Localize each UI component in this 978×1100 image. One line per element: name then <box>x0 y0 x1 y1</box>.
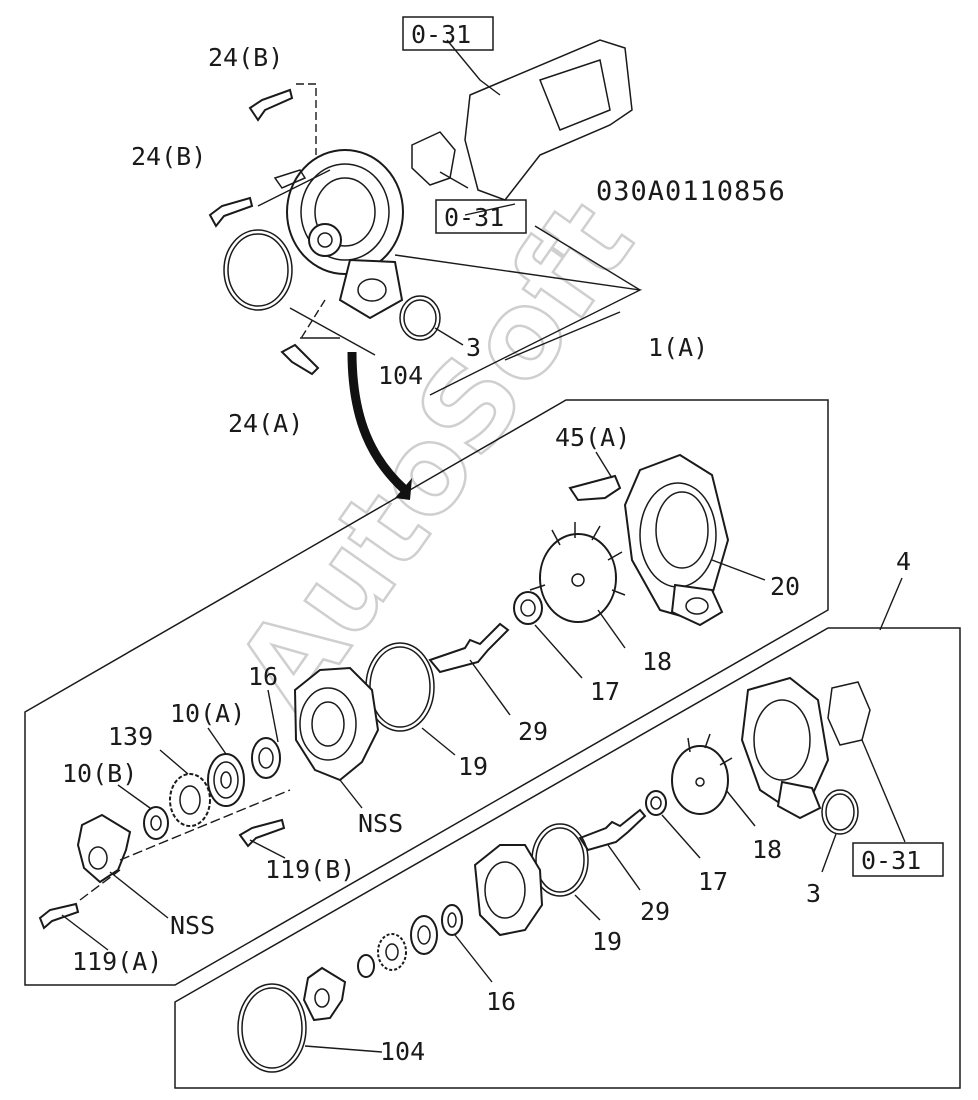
kit-bearing-housing <box>473 844 544 937</box>
label-19-kit: 19 <box>592 927 622 956</box>
label-104-top: 104 <box>378 361 423 390</box>
label-3-kit: 3 <box>806 879 821 908</box>
label-20: 20 <box>770 572 800 601</box>
kit-oring-104 <box>237 983 307 1073</box>
label-29-kit: 29 <box>640 897 670 926</box>
label-29-main: 29 <box>518 717 548 746</box>
cover-plate-top <box>464 39 633 201</box>
kit-seal-17 <box>645 790 667 816</box>
ref-label-right: 0-31 <box>861 846 921 875</box>
shaft-29 <box>428 622 510 674</box>
bearing-10a <box>207 753 245 807</box>
label-18-main: 18 <box>642 647 672 676</box>
label-17-main: 17 <box>590 677 620 706</box>
label-10a: 10(A) <box>170 699 245 728</box>
detail-arrow-head <box>395 478 412 500</box>
label-18-kit: 18 <box>752 835 782 864</box>
bolt-24b-left <box>208 196 254 228</box>
ref-box-right <box>852 842 944 877</box>
gear-139 <box>169 773 211 827</box>
kit-bracket <box>302 966 347 1022</box>
detail-frame-kit <box>174 627 961 1089</box>
kit-gear <box>377 933 407 971</box>
label-45a: 45(A) <box>555 423 630 452</box>
oring-3-top <box>399 295 441 341</box>
kit-bearing-10b <box>357 954 375 978</box>
label-4: 4 <box>896 547 911 576</box>
bolt-24a <box>280 343 320 376</box>
pipe-45a <box>568 474 622 502</box>
bracket-nss <box>76 813 132 884</box>
kit-parts <box>237 676 906 1073</box>
kit-bearing-16 <box>441 904 463 936</box>
label-16-kit: 16 <box>486 987 516 1016</box>
label-104-kit: 104 <box>380 1037 425 1066</box>
bolt-24b-top <box>248 88 294 122</box>
kit-bearing-10a <box>410 915 438 955</box>
label-17-kit: 17 <box>698 867 728 896</box>
kit-shaft-29 <box>578 808 647 852</box>
ref-box-mid <box>435 199 527 234</box>
seal-17 <box>513 591 543 625</box>
ref-box-top <box>402 16 494 51</box>
bearing-housing-nss <box>293 666 380 782</box>
label-nss-low: NSS <box>170 911 215 940</box>
label-24b-top: 24(B) <box>208 43 283 72</box>
label-139: 139 <box>108 722 153 751</box>
bolt-119b <box>238 818 286 848</box>
kit-impeller-18 <box>671 745 729 815</box>
label-19-main: 19 <box>458 752 488 781</box>
kit-gasket <box>827 681 871 746</box>
label-119b: 119(B) <box>265 855 355 884</box>
pump-assembly-top <box>208 39 643 396</box>
label-24a: 24(A) <box>228 409 303 438</box>
detail-frame-main <box>24 399 829 986</box>
figure-code: 030A0110856 <box>596 176 786 207</box>
label-1a: 1(A) <box>648 333 708 362</box>
bolt-119a <box>38 902 80 930</box>
pump-body-top <box>286 149 404 275</box>
label-nss-mid: NSS <box>358 809 403 838</box>
label-3-top: 3 <box>466 333 481 362</box>
impeller-18 <box>529 522 626 623</box>
label-16-main: 16 <box>248 662 278 691</box>
oring-104-top <box>223 229 293 311</box>
bearing-16 <box>251 737 281 779</box>
label-24b-left: 24(B) <box>131 142 206 171</box>
ref-label-mid: 0-31 <box>444 203 504 232</box>
label-119a: 119(A) <box>72 947 162 976</box>
label-10b: 10(B) <box>62 759 137 788</box>
ref-label-top: 0-31 <box>411 20 471 49</box>
kit-oring-3 <box>821 789 859 835</box>
pump-detail-parts <box>38 451 766 951</box>
detail-arrow <box>347 351 409 494</box>
bearing-10b <box>143 806 169 840</box>
